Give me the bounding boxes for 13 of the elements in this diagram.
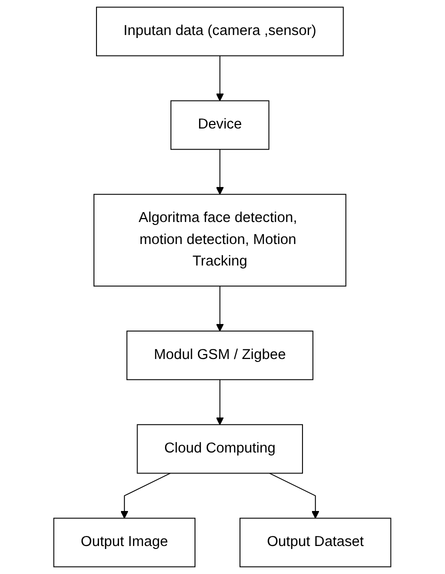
node-box: Device — [170, 100, 270, 150]
arrow — [216, 55, 224, 102]
node-box: Cloud Computing — [137, 424, 304, 474]
node-box: Modul GSM / Zigbee — [126, 330, 314, 380]
arrow — [120, 472, 171, 519]
arrow — [216, 286, 224, 332]
node-box: Output Image — [54, 518, 196, 568]
arrow — [216, 379, 224, 425]
node-box: Algoritma face detection, motion detection, Motion Tracking — [94, 194, 346, 287]
arrow — [216, 148, 224, 195]
node-box: Inputan data (camera ,sensor) — [96, 6, 344, 56]
node-box: Output Dataset — [240, 518, 392, 568]
arrow — [269, 472, 320, 519]
